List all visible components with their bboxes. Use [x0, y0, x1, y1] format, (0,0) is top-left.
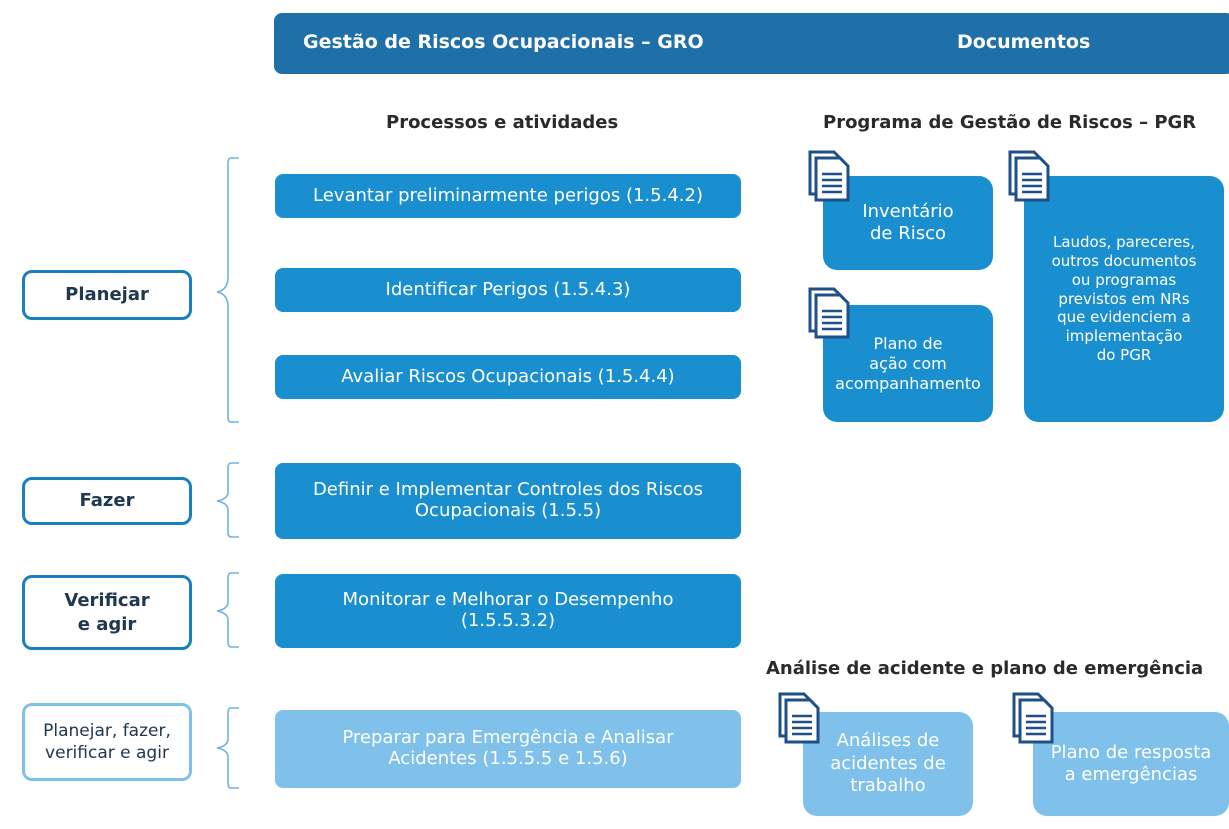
- doc-accident-analysis: Análises de acidentes de trabalho: [803, 712, 973, 816]
- document-icon: [808, 150, 850, 202]
- step-preliminary-hazards: Levantar preliminarmente perigos (1.5.4.…: [275, 174, 741, 218]
- step-evaluate-risks: Avaliar Riscos Ocupacionais (1.5.4.4): [275, 355, 741, 399]
- document-icon: [1008, 150, 1050, 202]
- phase-all: Planejar, fazer, verificar e agir: [22, 703, 192, 781]
- phase-plan: Planejar: [22, 270, 192, 320]
- phase-do: Fazer: [22, 477, 192, 525]
- processes-title: Processos e atividades: [386, 112, 619, 133]
- doc-risk-inventory: Inventário de Risco: [823, 176, 993, 270]
- document-icon: [1012, 692, 1054, 744]
- all-brace: [216, 707, 239, 789]
- step-implement-controls: Definir e Implementar Controles dos Risc…: [275, 463, 741, 539]
- phase-check-act: Verificar e agir: [22, 575, 192, 650]
- doc-action-plan: Plano de ação com acompanhamento: [823, 305, 993, 422]
- doc-reports: Laudos, pareceres, outros documentos ou …: [1024, 176, 1224, 422]
- doc-accident-analysis-label: Análises de acidentes de trabalho: [830, 730, 946, 797]
- accidents-title: Análise de acidente e plano de emergênci…: [766, 658, 1204, 679]
- doc-emergency-plan: Plano de resposta a emergências: [1033, 712, 1229, 816]
- step-monitor-improve-label: Monitorar e Melhorar o Desempenho (1.5.5…: [342, 589, 674, 631]
- phase-plan-label: Planejar: [65, 284, 149, 306]
- header-gro-title: Gestão de Riscos Ocupacionais – GRO: [303, 31, 704, 53]
- step-emergency-accidents: Preparar para Emergência e Analisar Acid…: [275, 710, 741, 788]
- document-icon: [778, 692, 820, 744]
- plan-brace: [216, 157, 239, 423]
- phase-all-label: Planejar, fazer, verificar e agir: [43, 720, 171, 763]
- phase-do-label: Fazer: [79, 490, 135, 512]
- doc-risk-inventory-label: Inventário de Risco: [862, 200, 954, 245]
- do-brace: [216, 462, 239, 538]
- doc-emergency-plan-label: Plano de resposta a emergências: [1050, 741, 1212, 786]
- phase-check-act-label: Verificar e agir: [64, 590, 150, 635]
- step-implement-controls-label: Definir e Implementar Controles dos Risc…: [312, 479, 704, 521]
- step-identify-hazards-label: Identificar Perigos (1.5.4.3): [385, 278, 631, 300]
- document-icon: [808, 287, 850, 339]
- step-identify-hazards: Identificar Perigos (1.5.4.3): [275, 268, 741, 312]
- doc-action-plan-label: Plano de ação com acompanhamento: [835, 333, 981, 393]
- header-bar: Gestão de Riscos Ocupacionais – GRO Docu…: [274, 13, 1229, 74]
- step-evaluate-risks-label: Avaliar Riscos Ocupacionais (1.5.4.4): [341, 365, 675, 387]
- header-documents-title: Documentos: [957, 31, 1091, 53]
- step-preliminary-hazards-label: Levantar preliminarmente perigos (1.5.4.…: [313, 184, 703, 206]
- step-monitor-improve: Monitorar e Melhorar o Desempenho (1.5.5…: [275, 574, 741, 648]
- check-act-brace: [216, 572, 239, 648]
- pgr-title: Programa de Gestão de Riscos – PGR: [823, 112, 1197, 133]
- doc-reports-label: Laudos, pareceres, outros documentos ou …: [1051, 233, 1197, 364]
- step-emergency-accidents-label: Preparar para Emergência e Analisar Acid…: [342, 727, 674, 769]
